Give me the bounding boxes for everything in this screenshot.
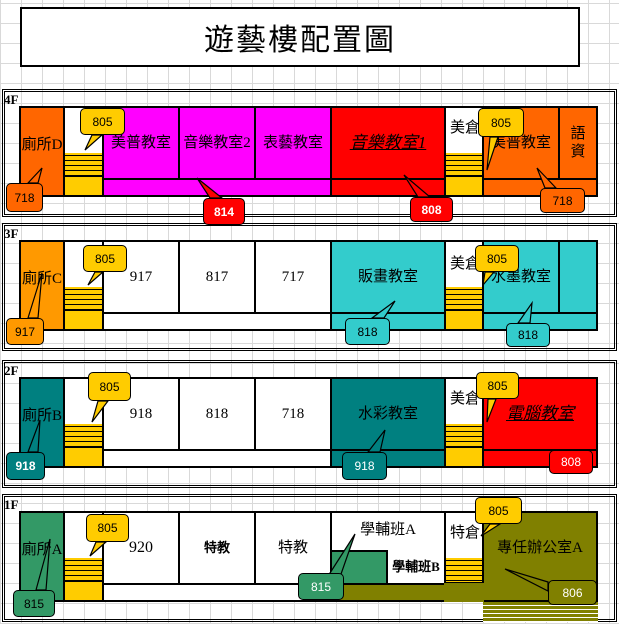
callout-818: 818: [345, 318, 390, 345]
special-storage-label: 特倉: [450, 525, 481, 541]
floor-frame: [2, 494, 617, 622]
floor-label: 3F: [4, 226, 19, 241]
toilet-c[interactable]: 廁所C: [19, 240, 65, 331]
callout-805: 805: [80, 108, 125, 135]
page-title: 遊藝樓配置圖: [20, 7, 580, 67]
art-storage-label: 美倉: [450, 120, 481, 136]
callout-814: 814: [203, 198, 245, 225]
room-818[interactable]: 818: [178, 377, 256, 451]
callout-805: 805: [475, 245, 519, 272]
callout-815: 815: [298, 573, 344, 600]
callout-806: 806: [548, 580, 597, 605]
callout-917: 917: [6, 318, 44, 345]
callout-805: 805: [478, 108, 524, 137]
callout-tails: [27, 271, 533, 324]
callout-815: 815: [13, 590, 55, 617]
room-label: 音樂教室1: [349, 132, 427, 152]
room-music-2[interactable]: 音樂教室2: [178, 106, 256, 180]
floor-frame: [2, 89, 617, 217]
callout-805: 805: [83, 245, 127, 272]
room-817[interactable]: 817: [178, 240, 256, 314]
floor-frame: [2, 360, 617, 488]
corridor: [444, 583, 484, 602]
callout-718: 718: [540, 188, 585, 213]
room-watercolor[interactable]: 水彩教室: [330, 377, 446, 451]
floor-label: 2F: [4, 363, 19, 378]
callout-tails: [27, 398, 497, 453]
room-717[interactable]: 717: [254, 240, 332, 314]
callout-805: 805: [88, 372, 131, 401]
callout-718: 718: [6, 183, 43, 212]
callout-805: 805: [475, 497, 522, 524]
art-storage-label: 美倉: [450, 256, 481, 272]
callout-808: 808: [410, 197, 453, 222]
floor-2f: 2F 廁所B 918 818 718 水彩教室 美倉 電腦教室 805 918 …: [0, 360, 619, 490]
room-tutoring-b[interactable]: 學輔班B: [386, 550, 446, 585]
art-storage-label: 美倉: [450, 391, 481, 407]
callout-805: 805: [476, 372, 519, 399]
floor-1f: 1F 廁所A 920 特教 特教 學輔班A 學輔班B 特倉 專任辦公室A 805…: [0, 494, 619, 624]
floor-4f: 4F 廁所D 美普教室 音樂教室2 表藝教室 音樂教室1 美倉 美普教室 語資 …: [0, 89, 619, 225]
callout-805: 805: [86, 514, 129, 542]
room-performing-arts[interactable]: 表藝教室: [254, 106, 332, 180]
olive-stripes: [483, 602, 598, 622]
staircase: [444, 106, 484, 197]
room-special-ed[interactable]: 特教: [178, 511, 256, 585]
room-718[interactable]: 718: [254, 377, 332, 451]
toilet-d[interactable]: 廁所D: [19, 106, 65, 197]
callout-808: 808: [549, 450, 593, 474]
floor-label: 4F: [4, 92, 19, 107]
callout-918: 918: [342, 452, 387, 480]
floor-frame: [2, 223, 617, 351]
room-ink-painting[interactable]: 水墨教室: [482, 240, 560, 314]
floor-label: 1F: [4, 497, 19, 512]
callout-tails: [26, 134, 558, 199]
floor-3f: 3F 廁所C 917 817 717 販畫教室 美倉 水墨教室 805 917 …: [0, 223, 619, 353]
room-label: 電腦教室: [506, 403, 574, 423]
callout-918: 918: [6, 452, 45, 480]
room-music-1[interactable]: 音樂教室1: [330, 106, 446, 180]
callout-818: 818: [506, 323, 550, 347]
